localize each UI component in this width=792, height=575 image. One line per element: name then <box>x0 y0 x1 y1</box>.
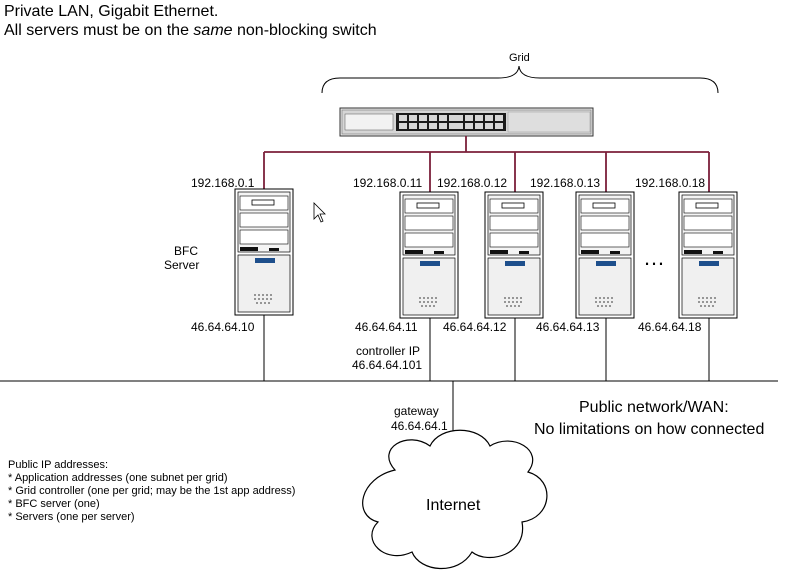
internet-cloud-icon <box>362 429 548 570</box>
server-icon <box>575 191 635 319</box>
bfc-private-ip: 192.168.0.1 <box>191 176 255 190</box>
network-switch-icon <box>339 107 594 137</box>
notes-heading: Public IP addresses: <box>8 459 109 471</box>
server-icon <box>399 191 459 319</box>
notes-item: * BFC server (one) <box>8 498 100 510</box>
public-network-heading: Public network/WAN: <box>579 399 729 416</box>
public-network-cabling <box>0 315 778 448</box>
bfc-public-ip: 46.64.64.10 <box>191 320 255 334</box>
internet-label: Internet <box>426 497 481 514</box>
title-line-1: Private LAN, Gigabit Ethernet. <box>4 3 219 20</box>
server-private-ip: 192.168.0.11 <box>353 176 423 190</box>
grid-label: Grid <box>509 52 530 64</box>
public-network-note: No limitations on how connected <box>534 421 764 438</box>
title-emphasis: same <box>193 22 233 39</box>
mouse-pointer-icon <box>313 202 326 223</box>
gateway-label: gateway <box>394 404 439 418</box>
server-private-ip: 192.168.0.18 <box>635 176 705 190</box>
notes-item: * Servers (one per server) <box>8 511 135 523</box>
server-icon <box>484 191 544 319</box>
server-public-ip: 46.64.64.13 <box>536 320 600 334</box>
controller-ip-label: controller IP <box>356 344 420 358</box>
server-public-ip: 46.64.64.12 <box>443 320 507 334</box>
server-public-ip: 46.64.64.18 <box>638 320 702 334</box>
notes-item: * Grid controller (one per grid; may be … <box>8 485 296 497</box>
bfc-server-icon <box>234 188 294 316</box>
controller-ip: 46.64.64.101 <box>352 358 422 372</box>
server-icon <box>678 191 738 319</box>
more-servers-ellipsis: … <box>643 245 665 270</box>
title-line-2-end: non-blocking switch <box>232 22 377 39</box>
notes-item: * Application addresses (one subnet per … <box>8 472 228 484</box>
bfc-label: BFC <box>174 244 198 258</box>
title-line-2: All servers must be on the same non-bloc… <box>4 22 377 40</box>
public-ip-notes: Public IP addresses: * Application addre… <box>8 459 295 524</box>
private-lan-cabling <box>263 136 710 192</box>
server-private-ip: 192.168.0.12 <box>437 176 507 190</box>
bfc-label-server: Server <box>164 258 199 272</box>
server-private-ip: 192.168.0.13 <box>530 176 600 190</box>
grid-bracket <box>321 65 719 94</box>
server-public-ip: 46.64.64.11 <box>355 320 418 334</box>
title-line-2-start: All servers must be on the <box>4 22 194 39</box>
gateway-ip: 46.64.64.1 <box>391 419 448 433</box>
